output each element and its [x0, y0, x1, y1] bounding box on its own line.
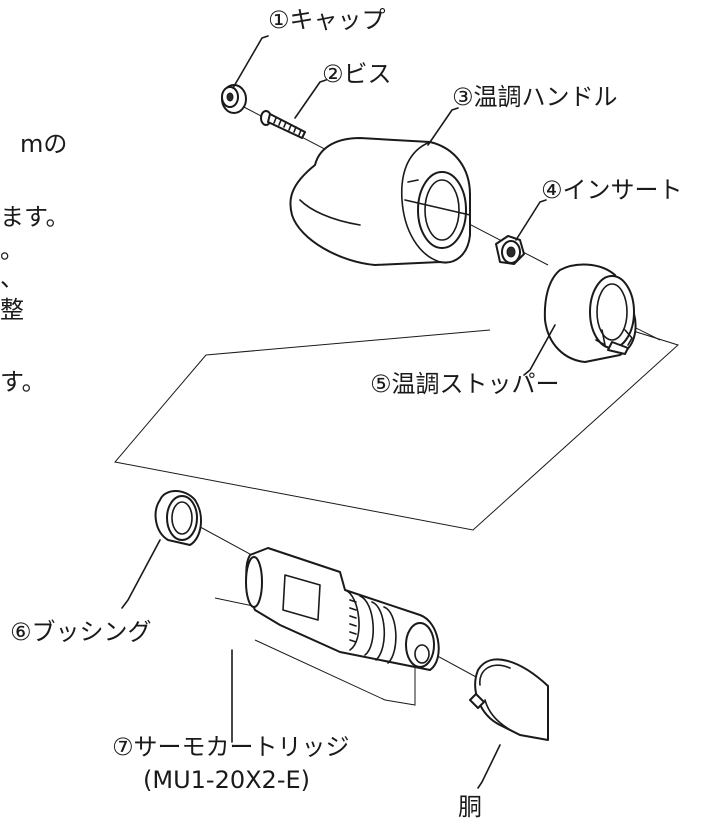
cap-leader	[232, 35, 269, 89]
cartridge-label: ⑦サーモカートリッジ	[112, 733, 350, 761]
cartridge-model-label: (MU1-20X2-E)	[143, 766, 311, 794]
stopper-label: ⑤温調ストッパー	[370, 370, 560, 398]
bushing-label: ⑥ブッシング	[10, 618, 152, 646]
left-text-fragment: mの	[20, 130, 68, 158]
left-text-fragment: す。	[0, 368, 46, 396]
cap-part	[221, 84, 247, 114]
screw-label: ②ビス	[322, 60, 392, 88]
body-label: 胴	[458, 793, 482, 821]
screw-part	[260, 110, 306, 139]
screw-leader	[294, 79, 327, 119]
left-text-fragment: 整	[0, 296, 24, 324]
body-leader	[477, 744, 501, 789]
handle-label: ③温調ハンドル	[452, 83, 618, 111]
bushing-leader	[121, 539, 161, 609]
stopper-leader	[523, 324, 556, 376]
temperature-handle-part	[289, 137, 471, 266]
body-pipe-part	[469, 658, 549, 741]
cartridge-bracket-upper	[254, 639, 386, 701]
thermo-cartridge-part	[245, 547, 440, 671]
insert-leader	[515, 199, 547, 241]
left-text-fragment: ます。	[0, 203, 70, 231]
left-text-fragment: 。	[0, 236, 24, 264]
cap-label: ①キャップ	[268, 6, 386, 34]
insert-part	[495, 235, 525, 265]
left-text-fragment: 、	[0, 264, 24, 292]
bushing-part	[154, 490, 202, 546]
handle-leader	[427, 107, 459, 146]
assembly-frame	[114, 329, 679, 531]
insert-label: ④インサート	[541, 176, 683, 204]
temperature-stopper-part	[543, 263, 637, 363]
